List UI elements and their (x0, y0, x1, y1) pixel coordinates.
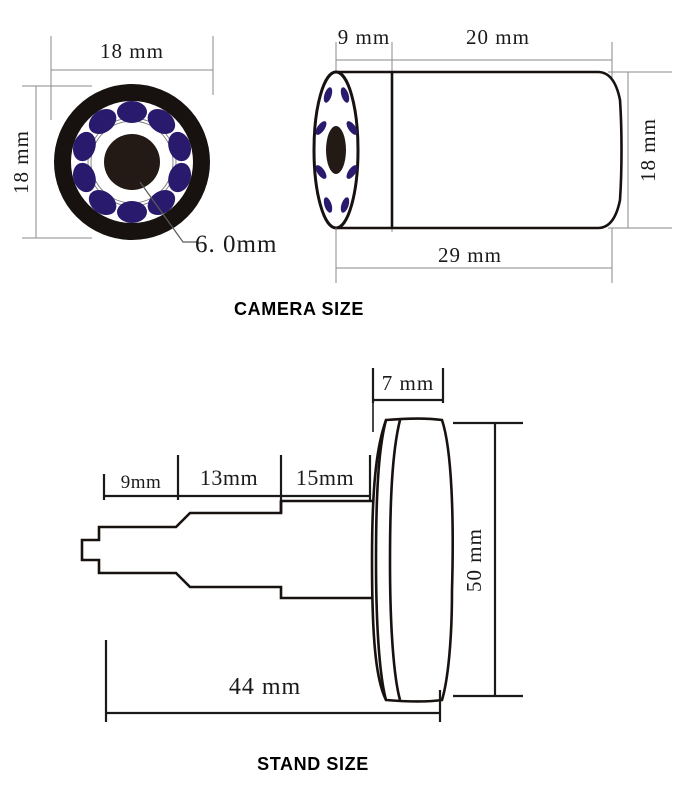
stand-disc-inner-edge (388, 419, 402, 701)
stand-disc-thickness-dimension (371, 368, 445, 403)
led-4 (168, 162, 192, 193)
led-ring (72, 101, 192, 223)
led-3 (168, 131, 192, 162)
stand-disc-thickness-label: 7 mm (382, 371, 434, 395)
side-view-diameter-label: 18 mm (636, 118, 660, 182)
stand-disc-front-edge (374, 419, 388, 701)
led-6 (117, 201, 147, 223)
front-view-height-label: 18 mm (9, 130, 33, 194)
side-led-3 (315, 121, 327, 135)
lens-diameter-label: 6. 0mm (195, 231, 277, 258)
front-view-width-label: 18 mm (100, 39, 164, 63)
stand-mount-disc (370, 417, 454, 703)
side-led-6 (346, 165, 358, 179)
stand-segment-a-label: 9mm (121, 472, 162, 493)
stand-disc-diameter-dimension (453, 421, 523, 698)
led-9 (72, 131, 96, 162)
front-view-width-dimension (50, 36, 214, 120)
side-led-2 (340, 87, 350, 103)
led-2 (147, 108, 176, 135)
front-view-height-dimension (22, 85, 92, 239)
stand-disc-diameter-label: 50 mm (462, 528, 486, 592)
side-led-1 (323, 87, 333, 103)
side-view-length-dimension (335, 228, 613, 283)
led-1 (117, 101, 147, 123)
side-view-diameter-dimension (608, 71, 672, 229)
stand-section-caption: STAND SIZE (257, 754, 369, 774)
led-10 (88, 108, 117, 135)
led-8 (72, 162, 96, 193)
stand-segment-b-label: 13mm (200, 465, 258, 490)
led-7 (88, 189, 117, 216)
stand-body-outline (80, 499, 382, 600)
led-5 (147, 189, 176, 216)
stand-segment-dimensions (102, 455, 372, 500)
camera-section-caption: CAMERA SIZE (234, 299, 364, 319)
side-view-body-segment-label: 20 mm (466, 25, 530, 49)
side-view-total-length-label: 29 mm (438, 243, 502, 267)
side-view-lens (326, 126, 346, 174)
side-led-8 (340, 197, 350, 213)
camera-body-outline (334, 70, 623, 230)
camera-bezel-ring (54, 84, 210, 240)
side-led-5 (315, 165, 327, 179)
stand-segment-c-label: 15mm (296, 465, 354, 490)
camera-front-view: 18 mm 18 mm 6. 0mm (9, 36, 277, 258)
side-led-4 (346, 121, 358, 135)
lens-callout-leader (139, 181, 199, 243)
side-led-7 (323, 197, 333, 213)
camera-side-view: 9 mm 20 mm 18 mm 29 mm (312, 25, 672, 283)
side-view-led-ring (315, 87, 358, 213)
camera-lens (104, 134, 160, 190)
stand-profile-view: 9mm 13mm 15mm 7 mm 50 mm 44 mm (80, 368, 523, 722)
stand-total-length-label: 44 mm (229, 674, 301, 700)
side-view-front-segment-label: 9 mm (338, 25, 390, 49)
stand-total-length-dimension (104, 640, 442, 722)
